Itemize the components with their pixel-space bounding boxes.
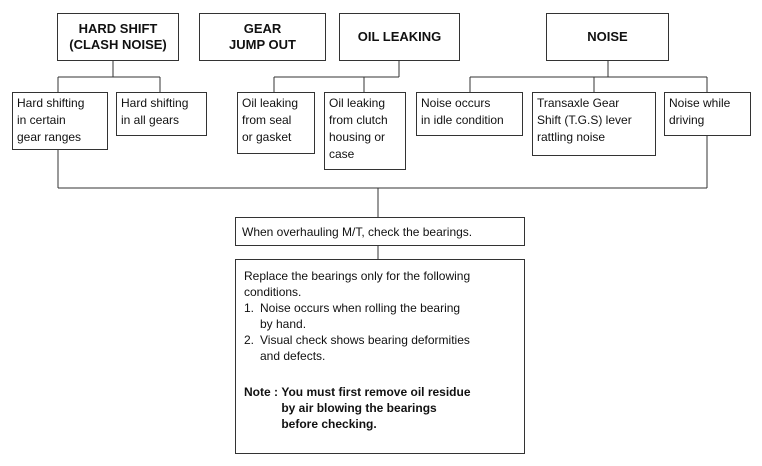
check-bearings-box: When overhauling M/T, check the bearings…: [235, 217, 525, 246]
condition-oil-leak-clutch-housing: Oil leaking from clutch housing or case: [324, 92, 406, 170]
item-text: Noise occurs when rolling the bearing by…: [260, 301, 461, 331]
category-hard-shift-label: HARD SHIFT (CLASH NOISE): [69, 21, 167, 52]
category-hard-shift: HARD SHIFT (CLASH NOISE): [57, 13, 179, 61]
note-text: You must first remove oil residue by air…: [281, 385, 471, 431]
bearing-replacement-box: Replace the bearings only for the follow…: [235, 259, 525, 454]
item-number: 2.: [244, 333, 255, 347]
condition-noise-driving: Noise while driving: [664, 92, 751, 136]
condition-oil-leak-seal: Oil leaking from seal or gasket: [237, 92, 315, 154]
replacement-condition-item: 1. Noise occurs when rolling the bearing…: [244, 300, 516, 332]
check-bearings-text: When overhauling M/T, check the bearings…: [242, 224, 473, 239]
category-oil-leaking: OIL LEAKING: [339, 13, 460, 61]
category-noise-label: NOISE: [587, 29, 628, 44]
replacement-intro: Replace the bearings only for the follow…: [244, 269, 471, 299]
note: Note : You must first remove oil residue…: [244, 384, 516, 432]
item-number: 1.: [244, 301, 255, 315]
condition-hard-shift-all-gears: Hard shifting in all gears: [116, 92, 207, 136]
condition-tgs-lever-rattle: Transaxle Gear Shift (T.G.S) lever rattl…: [532, 92, 656, 156]
replacement-conditions-list: 1. Noise occurs when rolling the bearing…: [244, 300, 516, 364]
condition-noise-idle: Noise occurs in idle condition: [416, 92, 523, 136]
category-oil-leaking-label: OIL LEAKING: [357, 29, 442, 44]
item-text: Visual check shows bearing deformities a…: [260, 333, 470, 363]
replacement-condition-item: 2. Visual check shows bearing deformitie…: [244, 332, 516, 364]
condition-hard-shift-certain-gears: Hard shifting in certain gear ranges: [12, 92, 108, 150]
category-gear-jump-out: GEAR JUMP OUT: [199, 13, 326, 61]
category-noise: NOISE: [546, 13, 669, 61]
category-gear-jump-out-label: GEAR JUMP OUT: [229, 21, 296, 52]
note-label: Note :: [244, 385, 282, 399]
